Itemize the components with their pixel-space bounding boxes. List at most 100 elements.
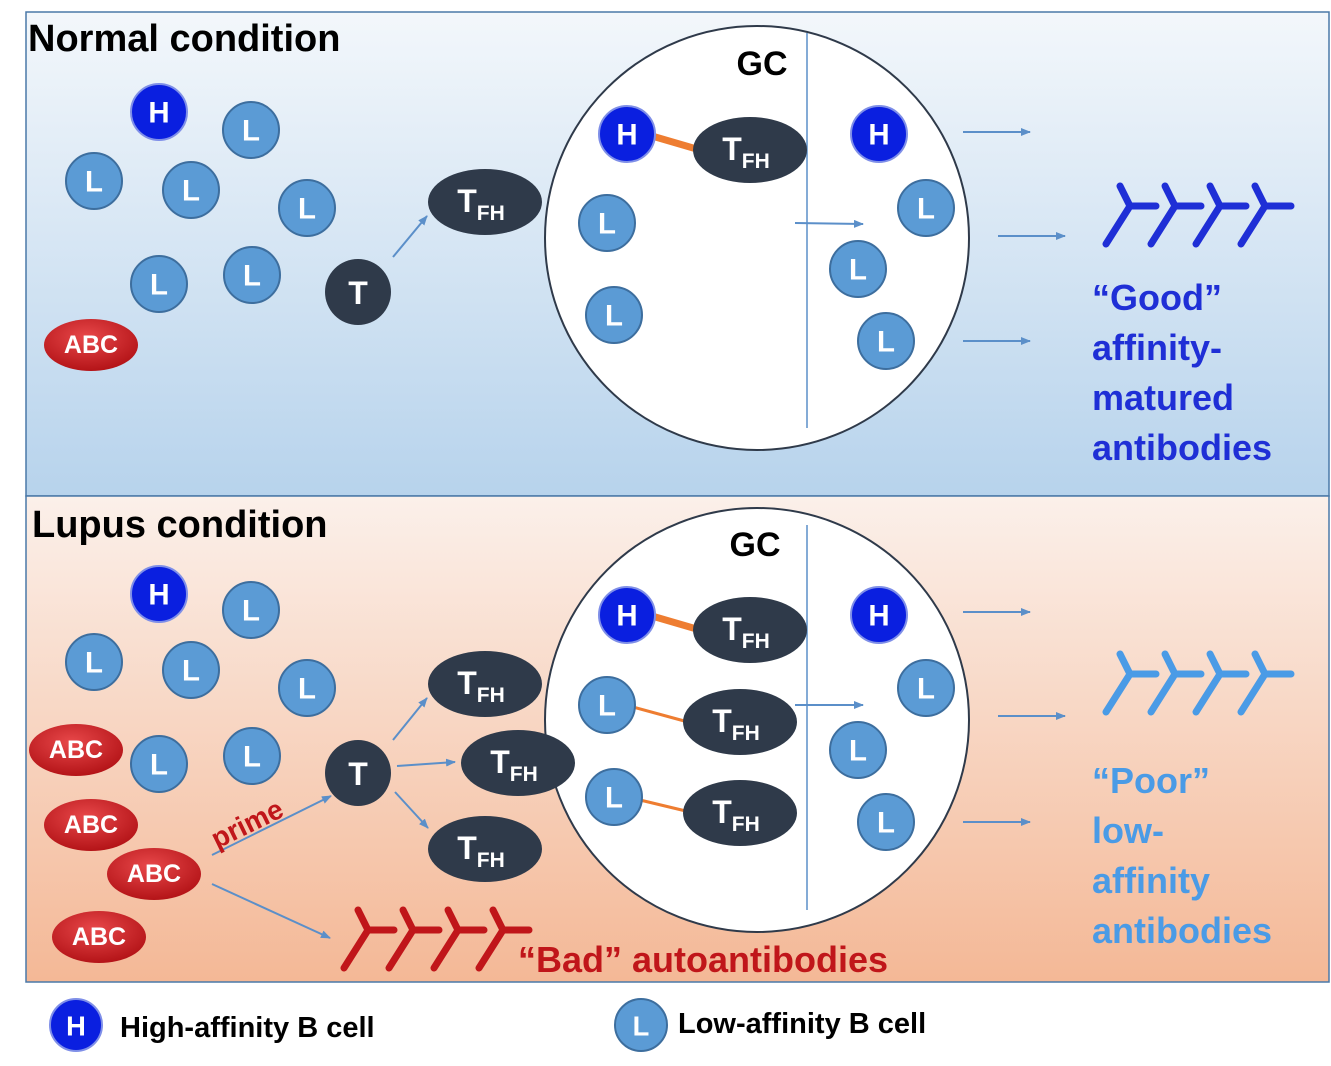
good-label-line-4: antibodies: [1092, 427, 1272, 468]
lupus-title: Lupus condition: [32, 504, 328, 546]
legend-high-affinity-icon-letter: H: [66, 1011, 86, 1042]
t-cell-lupus-letter: T: [348, 756, 368, 792]
low-affinity-b-cell-normal-4: L: [278, 179, 336, 237]
gc-out-low-b-cell-normal-1-letter: L: [917, 193, 935, 226]
low-affinity-b-cell-lupus-2-letter: L: [85, 647, 103, 680]
tfh-cell-lupus-3-label: TFH: [457, 830, 505, 872]
t-cell-normal-letter: T: [348, 275, 368, 311]
poor-label-line-1: “Poor”: [1092, 760, 1210, 801]
tfh-cell-lupus-3: TFH: [428, 816, 542, 882]
arrow-t-to-tfh-normal: [392, 215, 428, 258]
low-affinity-b-cell-lupus-6-letter: L: [243, 741, 261, 774]
poor-label-line-3: affinity: [1092, 860, 1210, 901]
t-cell-normal: T: [325, 259, 391, 325]
gc-out-high-b-cell-lupus-letter: H: [868, 600, 889, 633]
gc-tfh-cell-lupus-3-label: TFH: [712, 794, 760, 836]
gc-high-b-cell-normal: H: [598, 105, 656, 163]
low-affinity-b-cell-normal-1-letter: L: [242, 115, 260, 148]
good-label-line-1: “Good”: [1092, 277, 1222, 318]
abc-lupus-3-label: ABC: [127, 860, 181, 888]
tfh-cell-normal-label: TFH: [457, 183, 505, 225]
legend: High-affinity B cell Low-affinity B cell: [120, 1008, 926, 1044]
low-affinity-b-cell-lupus-3: L: [162, 641, 220, 699]
gc-out-low-b-cell-normal-2-letter: L: [849, 254, 867, 287]
gc-low-b-cell-normal-1-letter: L: [598, 208, 616, 241]
low-affinity-b-cell-normal-2-letter: L: [85, 166, 103, 199]
abc-normal-label: ABC: [64, 331, 118, 359]
good-label-line-3: matured: [1092, 377, 1234, 418]
gc-low-b-cell-lupus-2: L: [585, 768, 643, 826]
legend-low-affinity-icon: L: [614, 998, 668, 1052]
gc-low-b-cell-lupus-1-letter: L: [598, 690, 616, 723]
bad-autoantibodies: [340, 906, 533, 972]
gc-tfh-cell-lupus-1: TFH: [693, 597, 807, 663]
good-label-line-2: affinity-: [1092, 327, 1222, 368]
bond-lupus-low-2: [639, 798, 691, 814]
gc-out-high-b-cell-lupus: H: [850, 586, 908, 644]
low-affinity-b-cell-normal-4-letter: L: [298, 193, 316, 226]
bad-autoantibodies-label: “Bad” autoantibodies: [518, 939, 888, 980]
low-affinity-b-cell-normal-6-letter: L: [243, 260, 261, 293]
gc-out-low-b-cell-lupus-2-letter: L: [849, 735, 867, 768]
abc-lupus-4-label: ABC: [72, 923, 126, 951]
low-affinity-b-cell-normal-6: L: [223, 246, 281, 304]
gc-out-low-b-cell-lupus-1-letter: L: [917, 673, 935, 706]
bond-normal-high: [651, 132, 701, 154]
gc-out-low-b-cell-normal-3: L: [857, 312, 915, 370]
gc-tfh-cell-lupus-2: TFH: [683, 689, 797, 755]
gc-out-low-b-cell-lupus-3: L: [857, 793, 915, 851]
low-affinity-b-cell-normal-3-letter: L: [182, 175, 200, 208]
gc-out-low-b-cell-lupus-2: L: [829, 721, 887, 779]
high-affinity-b-cell-lupus-1: H: [130, 565, 188, 623]
gc-tfh-cell-normal: TFH: [693, 117, 807, 183]
poor-antibodies-label: “Poor” low- affinity antibodies: [1092, 760, 1272, 951]
gc-out-low-b-cell-lupus-3-letter: L: [877, 807, 895, 840]
low-affinity-b-cell-normal-5: L: [130, 255, 188, 313]
abc-normal: ABC: [44, 319, 138, 371]
abc-lupus-2-label: ABC: [64, 811, 118, 839]
gc-label-lupus: GC: [730, 526, 781, 564]
gc-tfh-cell-lupus-3: TFH: [683, 780, 797, 846]
legend-high-label: High-affinity B cell: [120, 1012, 375, 1044]
poor-antibodies: [1102, 650, 1295, 716]
gc-low-b-cell-lupus-1: L: [578, 676, 636, 734]
high-affinity-b-cell-normal-1: H: [130, 83, 188, 141]
gc-low-b-cell-normal-2: L: [585, 286, 643, 344]
low-affinity-b-cell-lupus-5-letter: L: [150, 749, 168, 782]
gc-tfh-cell-lupus-2-label: TFH: [712, 703, 760, 745]
high-affinity-b-cell-lupus-1-letter: H: [148, 579, 169, 612]
low-affinity-b-cell-lupus-6: L: [223, 727, 281, 785]
gc-high-b-cell-normal-letter: H: [616, 119, 637, 152]
gc-out-high-b-cell-normal-letter: H: [868, 119, 889, 152]
arrow-t-to-tfh-lupus-1: [392, 697, 428, 741]
low-affinity-b-cell-lupus-2: L: [65, 633, 123, 691]
arrow-prime: [211, 795, 332, 856]
arrow-abc-to-autoantibodies: [211, 883, 331, 939]
low-affinity-b-cell-normal-5-letter: L: [150, 269, 168, 302]
gc-low-b-cell-lupus-2-letter: L: [605, 782, 623, 815]
t-cell-lupus: T: [325, 740, 391, 806]
gc-out-low-b-cell-normal-1: L: [897, 179, 955, 237]
abc-lupus-1: ABC: [29, 724, 123, 776]
low-affinity-b-cell-lupus-1: L: [222, 581, 280, 639]
low-affinity-b-cell-lupus-5: L: [130, 735, 188, 793]
gc-tfh-cell-normal-label: TFH: [722, 131, 770, 173]
legend-low-label: Low-affinity B cell: [678, 1008, 926, 1040]
legend-high-affinity-icon: H: [49, 998, 103, 1052]
low-affinity-b-cell-lupus-4: L: [278, 659, 336, 717]
abc-lupus-2: ABC: [44, 799, 138, 851]
gc-tfh-cell-lupus-1-label: TFH: [722, 611, 770, 653]
bond-lupus-low-1: [632, 705, 689, 724]
arrow-t-to-tfh-lupus-3: [394, 791, 429, 829]
gc-out-low-b-cell-normal-2: L: [829, 240, 887, 298]
normal-title: Normal condition: [28, 18, 340, 60]
abc-lupus-1-label: ABC: [49, 736, 103, 764]
tfh-cell-lupus-2-label: TFH: [490, 744, 538, 786]
low-affinity-b-cell-lupus-3-letter: L: [182, 655, 200, 688]
good-antibodies-label: “Good” affinity- matured antibodies: [1092, 277, 1272, 468]
poor-label-line-2: low-: [1092, 810, 1164, 851]
low-affinity-b-cell-lupus-4-letter: L: [298, 673, 316, 706]
gc-label-normal: GC: [737, 45, 788, 83]
